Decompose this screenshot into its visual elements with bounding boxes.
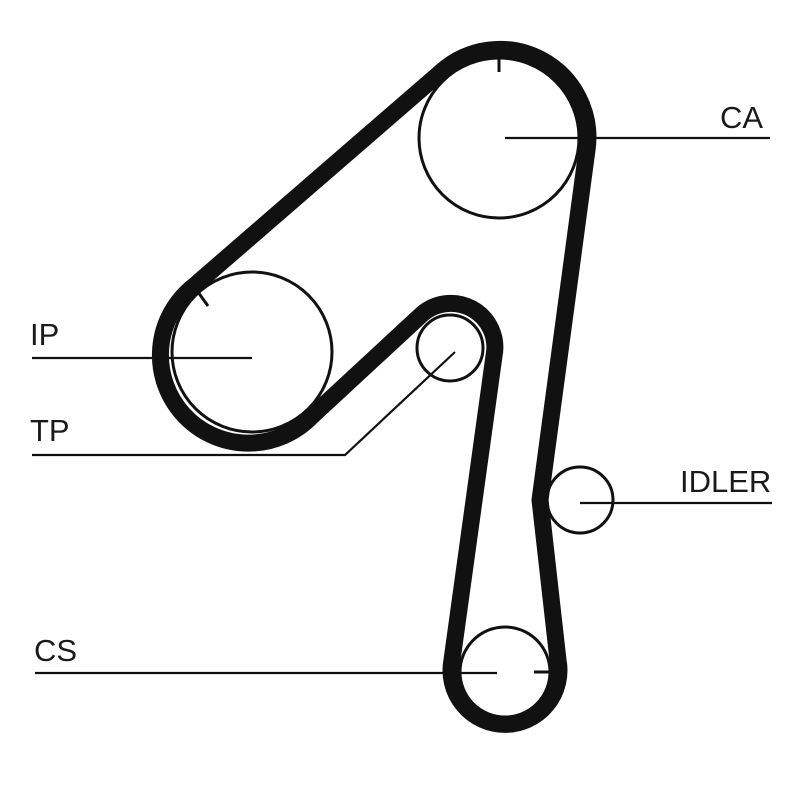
ip-timing-mark	[196, 291, 210, 307]
tp-leader-line	[32, 351, 456, 457]
ip-label: IP	[30, 317, 59, 352]
tensioner-pulley	[415, 313, 485, 383]
idler-label: IDLER	[680, 464, 771, 499]
cs-label: CS	[34, 633, 77, 668]
timing-belt	[151, 40, 597, 733]
idler-pulley	[545, 465, 615, 535]
injection-pump-pulley	[170, 270, 334, 434]
ca-label: CA	[720, 100, 763, 135]
tp-label: TP	[30, 413, 70, 448]
